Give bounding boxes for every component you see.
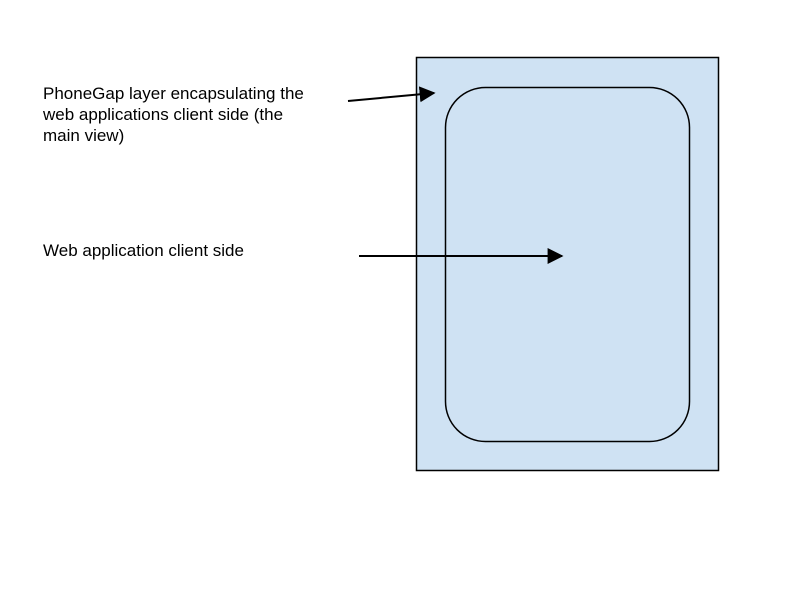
phonegap-label-line-2: web applications client side (the (43, 105, 284, 124)
phonegap-label-line-3: main view) (43, 126, 125, 145)
phonegap-label-line-1: PhoneGap layer encapsulating the (43, 84, 304, 103)
phonegap-layer-arrow (347, 86, 436, 103)
web-app-label-text: Web application client side (43, 241, 244, 260)
web-app-label: Web application client side (43, 240, 244, 261)
web-app-client-box (444, 86, 691, 443)
phonegap-layer-label: PhoneGap layer encapsulating the web app… (43, 83, 304, 146)
